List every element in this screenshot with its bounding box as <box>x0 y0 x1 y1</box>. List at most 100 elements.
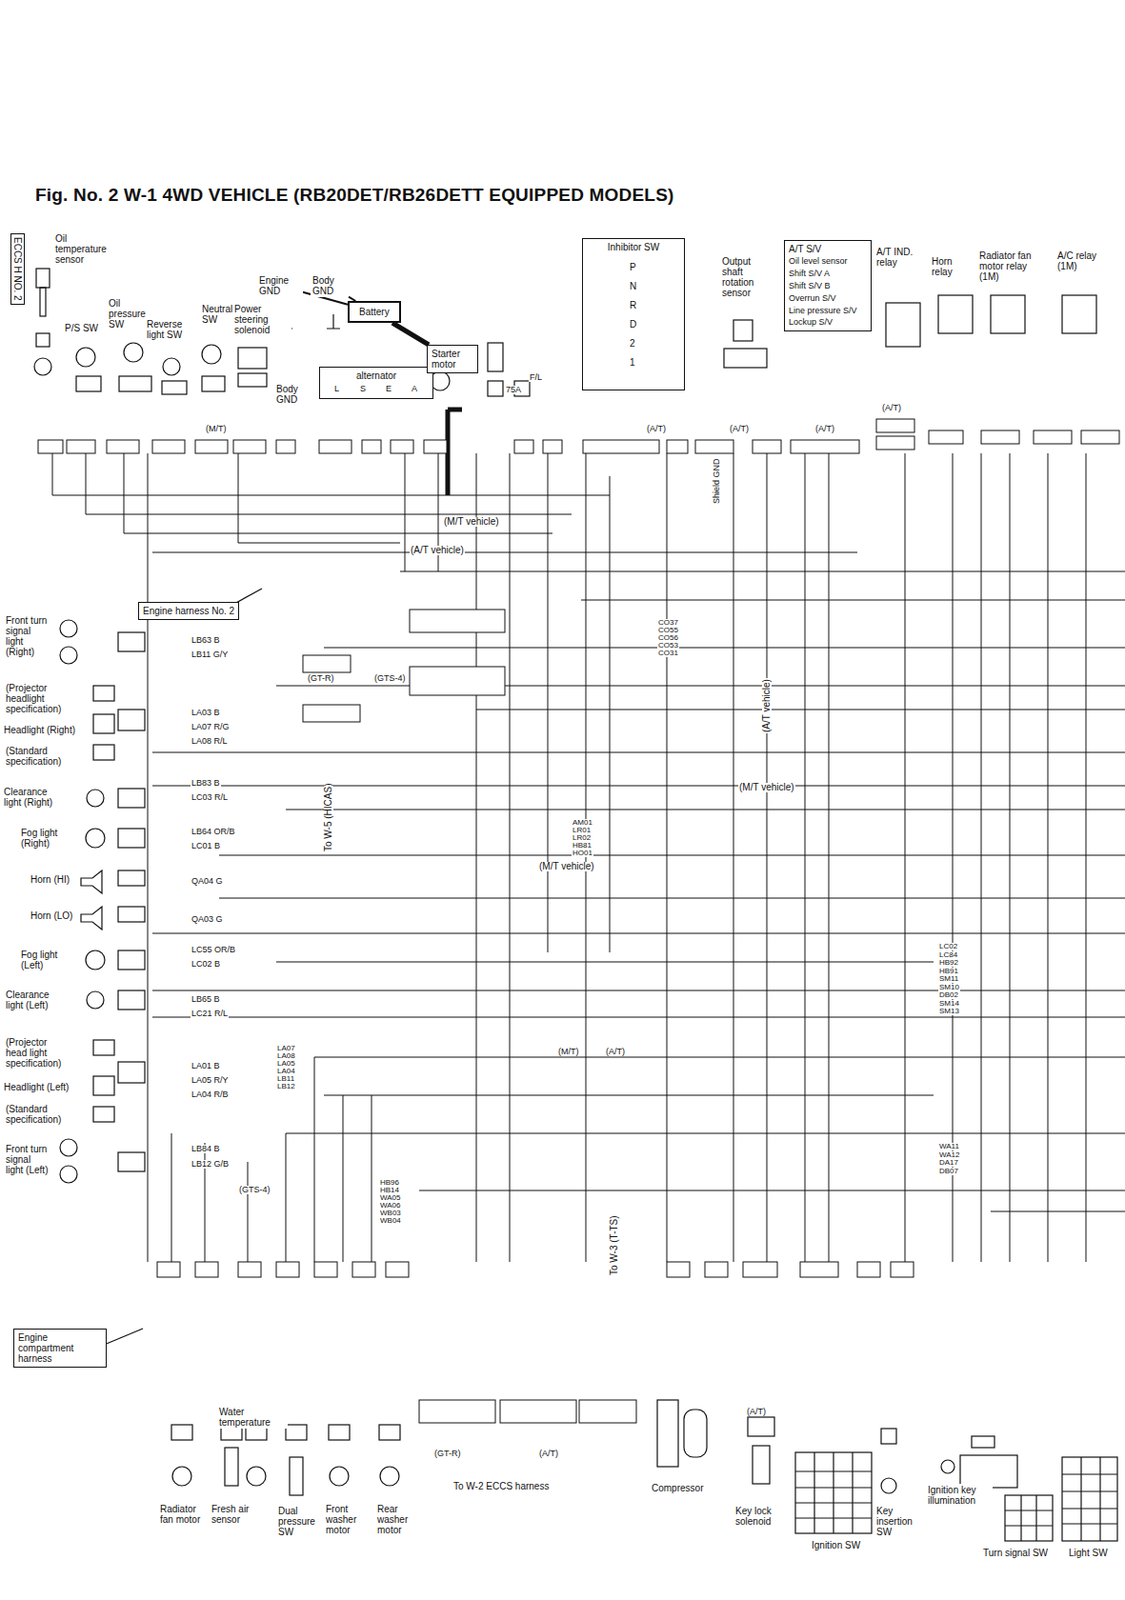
wire-drawing <box>666 440 688 454</box>
wire-drawing <box>85 828 105 848</box>
wire-code: LB12 G/B <box>190 1160 230 1169</box>
component-name: Body GND <box>312 275 347 297</box>
wire-drawing <box>106 440 140 454</box>
wire-code: CO55 <box>657 626 680 635</box>
component-label: Fog light (Right) <box>19 826 61 850</box>
wire-drawing <box>790 440 860 454</box>
component-box: Engine harness No. 2 <box>138 602 240 621</box>
wire-drawing <box>752 1446 770 1485</box>
wire-drawing <box>86 789 104 807</box>
component-label: Front washer motor <box>323 1503 370 1537</box>
wire-drawing <box>487 342 503 372</box>
wire-drawing <box>1062 295 1097 334</box>
wire-code: SM11 <box>938 975 960 984</box>
component-name: Inhibitor SW <box>586 241 681 253</box>
note-label: L <box>333 384 341 394</box>
component-name: Water temperature <box>219 1406 286 1428</box>
lamp-symbols <box>60 620 145 1184</box>
component-name: Battery <box>359 306 390 318</box>
wire-drawing <box>1081 430 1120 444</box>
wire-drawing <box>60 646 78 664</box>
component-name: Clearance light (Right) <box>3 786 58 808</box>
note-label: (GTS-4) <box>373 674 407 684</box>
wire-drawing <box>152 552 1125 1212</box>
wire-code: WA11 <box>938 1143 961 1151</box>
component-name: Key insertion SW <box>876 1506 926 1538</box>
wire-code: SM10 <box>938 984 961 992</box>
wire-drawing <box>238 1262 262 1278</box>
component-label: Turn signal SW <box>981 1546 1050 1560</box>
component-label: Horn (HI) <box>28 873 72 886</box>
wire-code: SM14 <box>938 1000 961 1008</box>
wire-drawing <box>172 1466 192 1487</box>
wire-drawing <box>118 788 145 808</box>
note-label: N <box>628 281 638 292</box>
wire-drawing <box>704 1262 728 1278</box>
component-label: Fresh air sensor <box>209 1503 252 1527</box>
component-name: A/T IND. relay <box>876 246 925 268</box>
note-label: S <box>359 384 367 394</box>
component-name: (Standard specification) <box>5 1104 65 1125</box>
wire-drawing <box>1062 1457 1118 1542</box>
component-label: Output shaft rotation sensor <box>720 255 774 300</box>
component-label: Front turn signal light (Right) <box>3 614 52 659</box>
wire-code: QA03 G <box>190 915 224 925</box>
wire-drawing <box>361 440 382 454</box>
wire-code: CO56 <box>657 634 680 643</box>
wire-drawing <box>981 430 1020 444</box>
component-name: Dual pressure SW <box>278 1506 326 1538</box>
component-name: Power steering solenoid <box>234 303 290 336</box>
component-box: A/T S/VOil level sensorShift S/V AShift … <box>783 240 872 332</box>
note-label: (M/T) <box>557 1047 581 1057</box>
wire-drawing <box>162 358 181 376</box>
wire-code: LA08 R/L <box>190 737 229 746</box>
wire-drawing <box>93 744 115 761</box>
wire-drawing <box>161 381 187 395</box>
battery-cable <box>447 409 463 496</box>
wire-code: LB63 B <box>190 636 221 645</box>
note-label: (A/T) <box>728 424 750 434</box>
wire-code: LB83 B <box>190 779 221 788</box>
wire-code: QA04 G <box>190 877 224 886</box>
wire-code: LA04 R/B <box>190 1090 230 1100</box>
wire-drawing <box>246 1466 266 1487</box>
note-label: (A/T) <box>538 1449 560 1459</box>
wire-code: WA05 <box>379 1194 402 1203</box>
wire-drawing <box>76 376 101 392</box>
wire-drawing <box>118 1152 145 1172</box>
wire-code: LA05 <box>276 1060 297 1068</box>
component-label: Dual pressure SW <box>276 1505 328 1539</box>
component-name: Rear washer motor <box>377 1504 420 1536</box>
wire-code: LC01 B <box>190 842 221 851</box>
wire-drawing <box>314 1262 338 1278</box>
note-label: 75A <box>504 385 523 395</box>
component-label: (Projector head light specification) <box>3 1036 67 1070</box>
wire-drawing <box>379 1425 401 1441</box>
wire-code: LC55 OR/B <box>190 945 237 955</box>
wire-drawing <box>36 268 50 288</box>
figure-title: Fig. No. 2 W-1 4WD VEHICLE (RB20DET/RB26… <box>35 184 675 206</box>
wire-drawing <box>876 436 915 450</box>
component-name: Horn relay <box>931 256 968 278</box>
note-label: R <box>628 301 638 311</box>
component-name: Headlight (Right) <box>3 724 76 736</box>
wire-drawing <box>960 1455 1018 1488</box>
wire-drawing <box>938 295 973 334</box>
component-part: Shift S/V B <box>788 281 867 292</box>
wire-code: HB14 <box>379 1186 401 1195</box>
component-name: A/T S/V <box>788 243 867 255</box>
wire-drawing <box>276 1262 300 1278</box>
wire-drawing <box>80 870 102 930</box>
wire-drawing <box>390 440 414 454</box>
wire-drawing <box>743 1262 778 1278</box>
component-label: Engine GND <box>257 274 303 298</box>
component-symbols <box>34 268 1118 1542</box>
wire-drawing <box>881 1478 897 1494</box>
component-name: Headlight (Left) <box>3 1082 69 1093</box>
wire-drawing <box>36 333 50 347</box>
component-label: Horn relay <box>929 255 970 279</box>
wire-code: HB91 <box>938 967 960 976</box>
note-label: (A/T) <box>814 424 836 434</box>
note-label: D <box>628 320 638 330</box>
wire-drawing <box>890 1262 914 1278</box>
